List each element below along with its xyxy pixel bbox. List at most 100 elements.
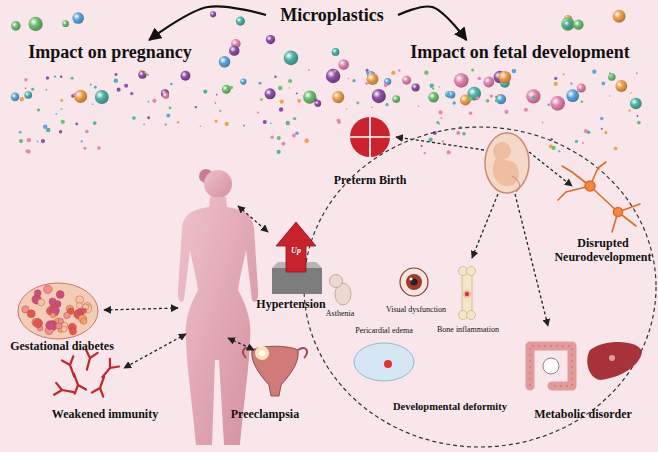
node-text: Metabolic disorder: [534, 408, 632, 422]
fetus-body: [493, 158, 519, 186]
neuron-body: [585, 181, 595, 191]
blood-cell: [76, 302, 82, 308]
microplastic-particle: [279, 107, 284, 112]
blood-cell: [61, 326, 67, 332]
microplastic-particle: [630, 98, 642, 110]
fetus-icon: [485, 133, 529, 193]
microplastic-particle: [61, 108, 63, 110]
microplastic-particle: [61, 120, 65, 124]
microplastic-particle: [60, 99, 63, 102]
microplastic-particle: [59, 130, 62, 133]
fetus-head: [493, 142, 511, 160]
microplastic-particle: [130, 92, 133, 95]
microplastic-particle: [421, 145, 423, 147]
microplastic-particle: [563, 20, 572, 29]
microplastic-particle: [478, 77, 482, 81]
deformity-node: Bone inflammation: [424, 262, 512, 334]
microplastic-particle: [147, 116, 150, 119]
microplastic-particle: [469, 112, 472, 115]
microplastic-particle: [92, 104, 94, 106]
condition-node: Hypertension: [236, 220, 346, 312]
microplastic-particle: [181, 71, 191, 81]
microplastic-particle: [453, 101, 456, 104]
microplastic-particle: [573, 19, 583, 29]
microplastic-particle: [454, 73, 469, 88]
microplastic-particle: [348, 78, 349, 79]
microplastic-particle: [85, 130, 89, 134]
microplastic-particle: [19, 139, 23, 143]
microplastic-particle: [24, 78, 27, 81]
microplastic-particle: [225, 122, 229, 126]
microplastic-particle: [447, 92, 451, 96]
microplastic-particle: [610, 75, 612, 77]
microplastic-particle: [263, 120, 267, 124]
microplastic-particle: [352, 79, 355, 82]
head: [204, 170, 232, 198]
microplastic-particle: [293, 117, 296, 120]
microplastic-particle: [391, 71, 395, 75]
node-text: Asthenia: [326, 309, 354, 318]
microplastic-particle: [326, 69, 340, 83]
microplastic-particle: [424, 70, 428, 74]
microplastic-particle: [512, 69, 517, 74]
microplastic-particle: [27, 138, 31, 142]
microplastic-particle: [554, 82, 558, 86]
microplastic-particle: [265, 88, 276, 99]
magnifier: [543, 358, 559, 374]
cell-cluster-dots: [22, 285, 92, 335]
microplastic-particle: [630, 92, 632, 94]
bone-icon: [459, 267, 476, 320]
liver: [587, 342, 642, 380]
microplastic-particle: [37, 108, 40, 111]
microplastic-particle: [26, 149, 30, 153]
microplastic-particle: [170, 83, 173, 86]
microplastic-particle: [570, 82, 573, 85]
neuron-icon: [558, 162, 640, 232]
microplastic-particle: [222, 85, 231, 94]
deformity-node: Pericardial edema: [336, 326, 432, 388]
microplastic-particle: [75, 123, 78, 126]
microplastic-particle: [613, 10, 626, 23]
microplastic-particle: [314, 98, 318, 102]
microplastic-particle: [45, 89, 47, 91]
fallopian-tubes: [243, 348, 307, 358]
microplastic-particle: [418, 106, 420, 108]
microplastic-particle: [95, 90, 109, 104]
node-text: Visual dysfunction: [386, 305, 446, 314]
inflammation-glow: [255, 346, 269, 360]
microplastic-particle: [498, 71, 511, 84]
highlight: [410, 278, 413, 281]
deformity-node: Visual dysfunction: [368, 262, 464, 314]
node-text: Impact on pregnancy: [28, 42, 192, 63]
node-text: Bone inflammation: [437, 325, 499, 334]
microplastic-particle: [526, 89, 540, 103]
microplastic-particle: [439, 86, 440, 87]
microplastic-particle: [210, 11, 216, 17]
outcome-node: Disrupted Neurodevelopment: [550, 163, 656, 265]
microplastic-particle: [288, 79, 292, 83]
microplastic-particle: [440, 117, 442, 119]
microplastic-particle: [195, 106, 197, 108]
microplastic-particle: [338, 59, 349, 70]
microplastic-particle: [169, 107, 172, 110]
node-text: Hypertension: [256, 298, 325, 312]
cord: [512, 176, 519, 192]
bone-knob: [467, 267, 476, 276]
microplastic-particle: [333, 70, 336, 73]
microplastic-particle: [442, 140, 444, 142]
dashed-arrow: [396, 137, 484, 150]
microplastic-particle: [436, 121, 439, 124]
blood-cell: [27, 310, 35, 318]
condition-node: Weakened immunity: [30, 348, 180, 422]
microplastic-particle: [214, 119, 217, 122]
microplastic-particle: [147, 101, 149, 103]
microplastic-particle: [471, 68, 474, 71]
microplastic-particle: [94, 86, 97, 89]
node-text: Disrupted Neurodevelopment: [550, 237, 656, 265]
microplastic-particle: [215, 102, 216, 103]
antibody: [62, 356, 80, 378]
dendrites: [558, 162, 640, 232]
microplastic-particle: [582, 142, 584, 144]
inflammation-core: [259, 350, 265, 356]
node-text: Microplastics: [280, 5, 384, 26]
